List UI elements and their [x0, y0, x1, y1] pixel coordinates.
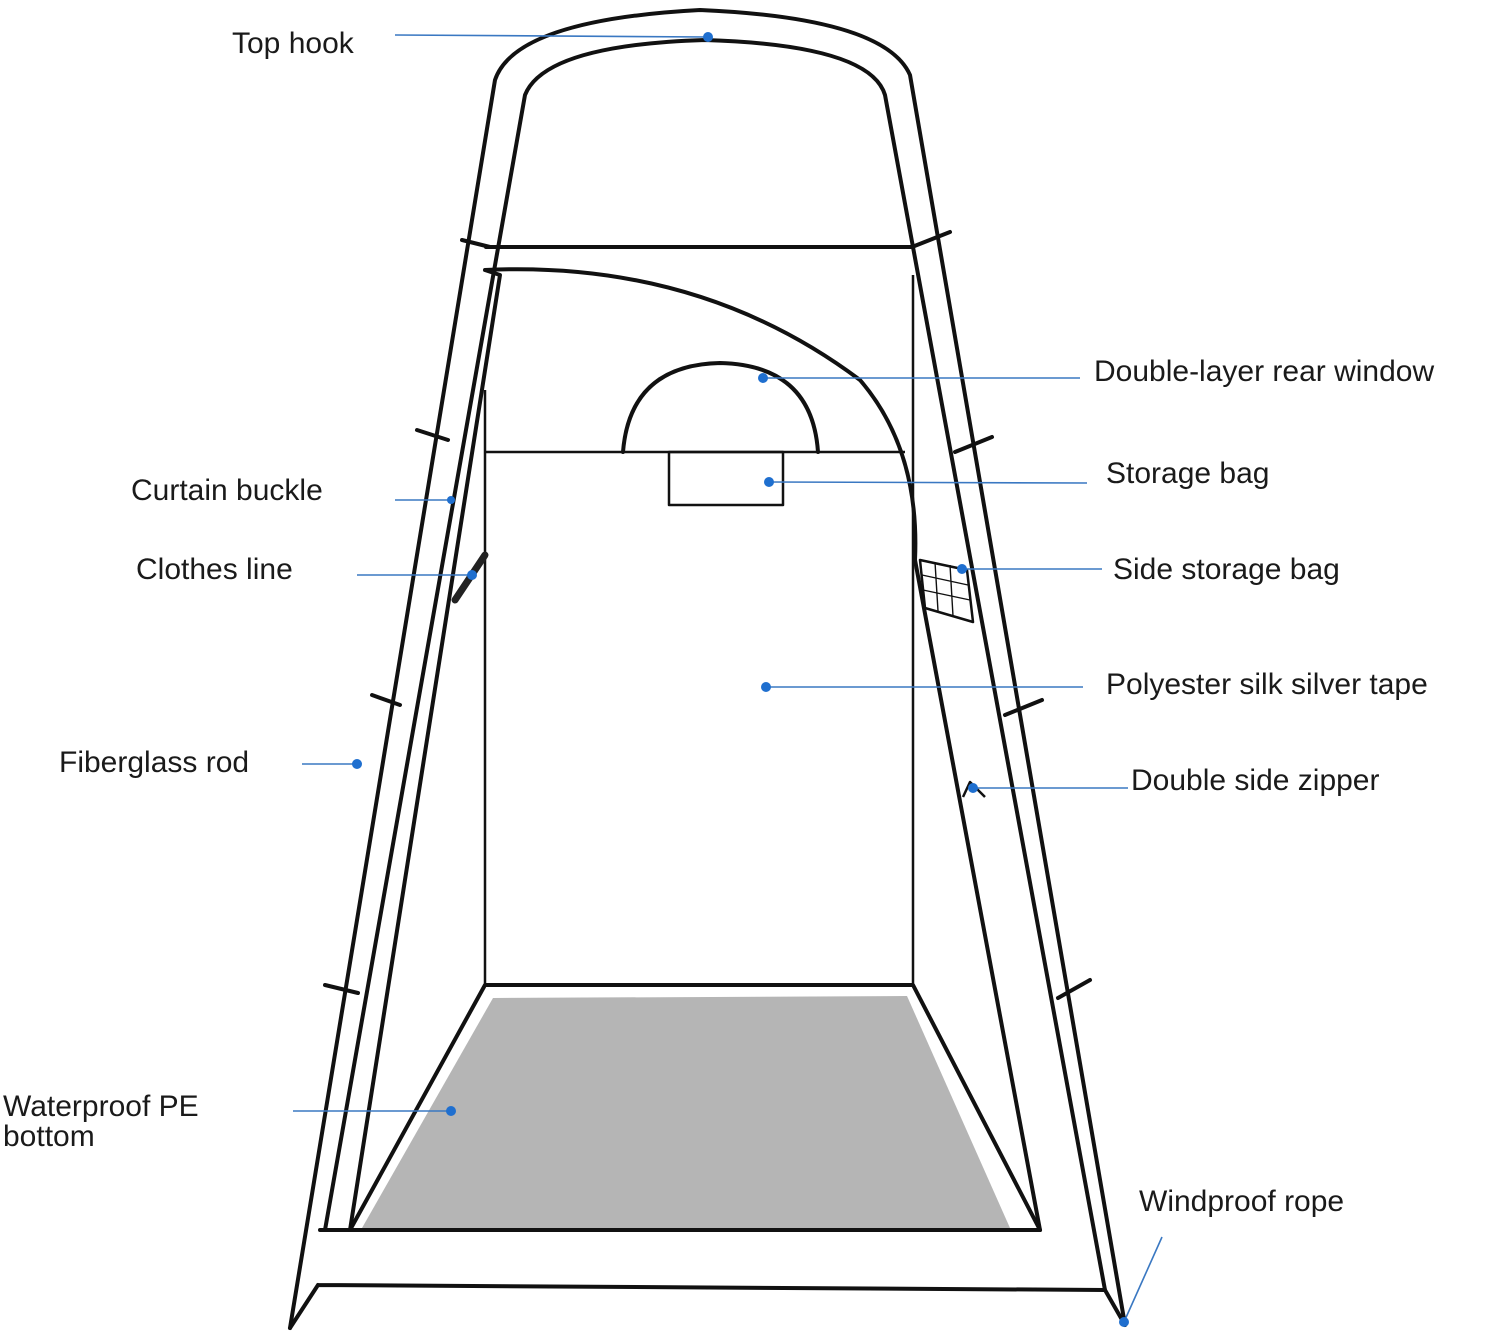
- door-left-edge: [348, 267, 1042, 1232]
- rear-window-arc: [621, 361, 820, 454]
- pole-joint: [953, 435, 994, 454]
- label-storage-bag: Storage bag: [1106, 457, 1270, 490]
- label-waterproof-pe-bottom: Waterproof PE bottom: [3, 1090, 199, 1153]
- leader-windproof-rope: [1123, 1236, 1163, 1323]
- dot-zipper: [968, 783, 978, 793]
- label-windproof-rope: Windproof rope: [1139, 1185, 1345, 1218]
- dot-windproof-rope: [1119, 1317, 1129, 1327]
- leader-top-hook: [394, 34, 709, 38]
- top-cross-right-seg: [910, 230, 952, 249]
- storage-bag-shape: [667, 450, 785, 507]
- dot-top-hook: [703, 32, 713, 42]
- side-storage-bag-shape: [918, 558, 975, 624]
- pole-joint: [323, 983, 360, 995]
- label-double-side-zipper: Double side zipper: [1131, 764, 1380, 797]
- label-fiberglass-rod: Fiberglass rod: [59, 746, 250, 779]
- waterproof-floor: [362, 996, 1010, 1228]
- label-polyester-silk-silver-tape: Polyester silk silver tape: [1106, 668, 1428, 701]
- label-double-layer-rear-window: Double-layer rear window: [1094, 355, 1435, 388]
- back-wall: [483, 450, 913, 987]
- label-top-hook: Top hook: [232, 27, 354, 60]
- label-side-storage-bag: Side storage bag: [1113, 553, 1340, 586]
- pole-joint: [370, 693, 402, 707]
- pole-joint: [1056, 978, 1092, 1000]
- dot-fiberglass-rod: [352, 759, 362, 769]
- floor-outline: [348, 983, 1042, 1232]
- dot-polyester-tape: [761, 682, 771, 692]
- top-cross-left-seg: [460, 238, 492, 249]
- dot-side-storage-bag: [957, 564, 967, 574]
- dot-storage-bag: [764, 477, 774, 487]
- leader-storage-bag: [768, 481, 1088, 484]
- dot-curtain-buckle: [447, 496, 455, 504]
- tent-base-front: [288, 1228, 1127, 1330]
- marker-dots: [352, 32, 1129, 1327]
- label-curtain-buckle: Curtain buckle: [131, 474, 323, 507]
- dot-rear-window: [758, 373, 768, 383]
- dot-clothes-line: [467, 570, 477, 580]
- left-outer-pole: [288, 8, 1127, 1330]
- leader-lines: [293, 34, 1163, 1323]
- zipper-shape: [961, 780, 986, 798]
- pole-joint: [1003, 698, 1044, 717]
- pole-joint: [415, 428, 450, 442]
- dot-pe-bottom: [446, 1106, 456, 1116]
- label-clothes-line: Clothes line: [136, 553, 293, 586]
